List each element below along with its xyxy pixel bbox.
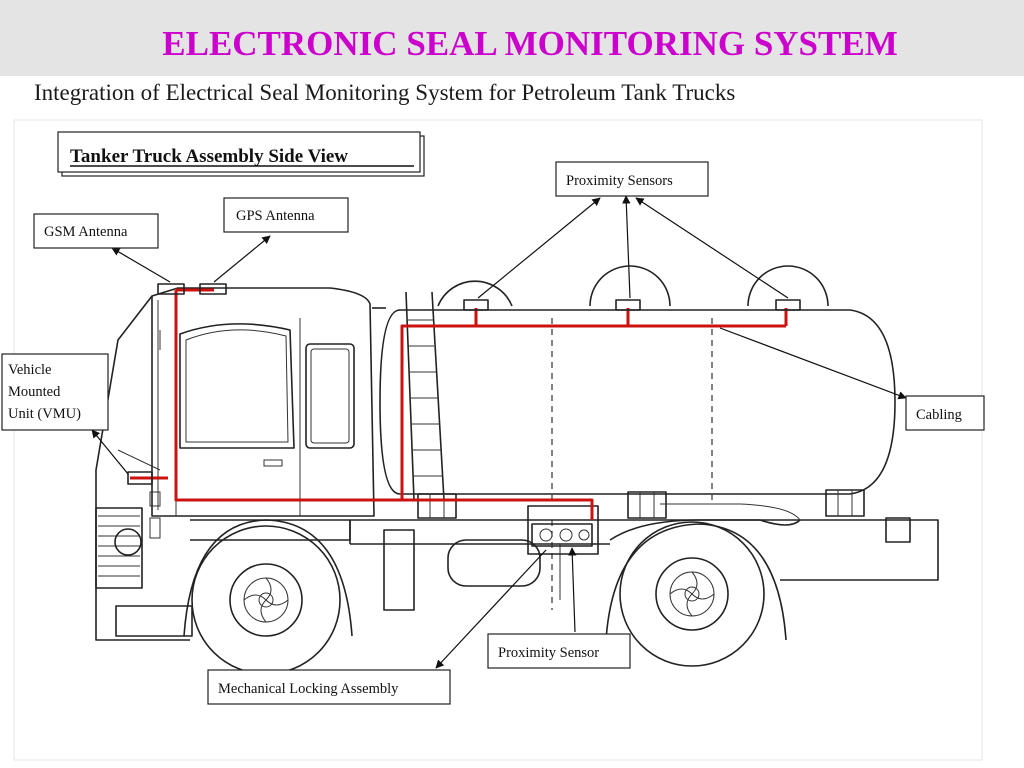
diagram-frame [13,119,983,761]
rear-wheel [605,521,787,667]
sensor-blocks [127,283,801,485]
cabling-path [130,288,788,520]
front-wheel [183,519,353,675]
label-gsm-antenna: GSM Antenna [33,213,159,249]
svg-text:Mounted: Mounted [8,384,61,400]
svg-text:GPS Antenna: GPS Antenna [236,208,315,224]
svg-text:Vehicle: Vehicle [8,362,51,378]
svg-text:Proximity Sensor: Proximity Sensor [498,645,599,661]
label-vmu: Vehicle Mounted Unit (VMU) [1,353,109,431]
svg-text:Mechanical Locking Assembly: Mechanical Locking Assembly [218,681,399,697]
leader-arrows [91,195,907,669]
ladder [405,291,445,501]
label-gps-antenna: GPS Antenna [223,197,349,233]
locking-assembly [527,505,599,555]
diagram-subtitle: Integration of Electrical Seal Monitorin… [34,80,736,105]
svg-text:GSM Antenna: GSM Antenna [44,224,128,240]
cab [95,287,386,641]
slide-header [0,0,1024,76]
view-label: Tanker Truck Assembly Side View [70,146,348,167]
slide-title: ELECTRONIC SEAL MONITORING SYSTEM [162,24,898,63]
svg-text:Cabling: Cabling [916,407,962,423]
label-mechanical-locking: Mechanical Locking Assembly [207,669,451,705]
tank-saddles [417,489,865,519]
svg-text:Proximity Sensors: Proximity Sensors [566,173,673,189]
svg-text:Unit (VMU): Unit (VMU) [8,406,81,422]
label-proximity-sensors: Proximity Sensors [555,161,709,197]
label-cabling: Cabling [905,395,985,431]
label-proximity-sensor: Proximity Sensor [487,633,631,669]
chassis [349,503,939,611]
tank [379,265,896,610]
view-label-box: Tanker Truck Assembly Side View [57,131,425,177]
